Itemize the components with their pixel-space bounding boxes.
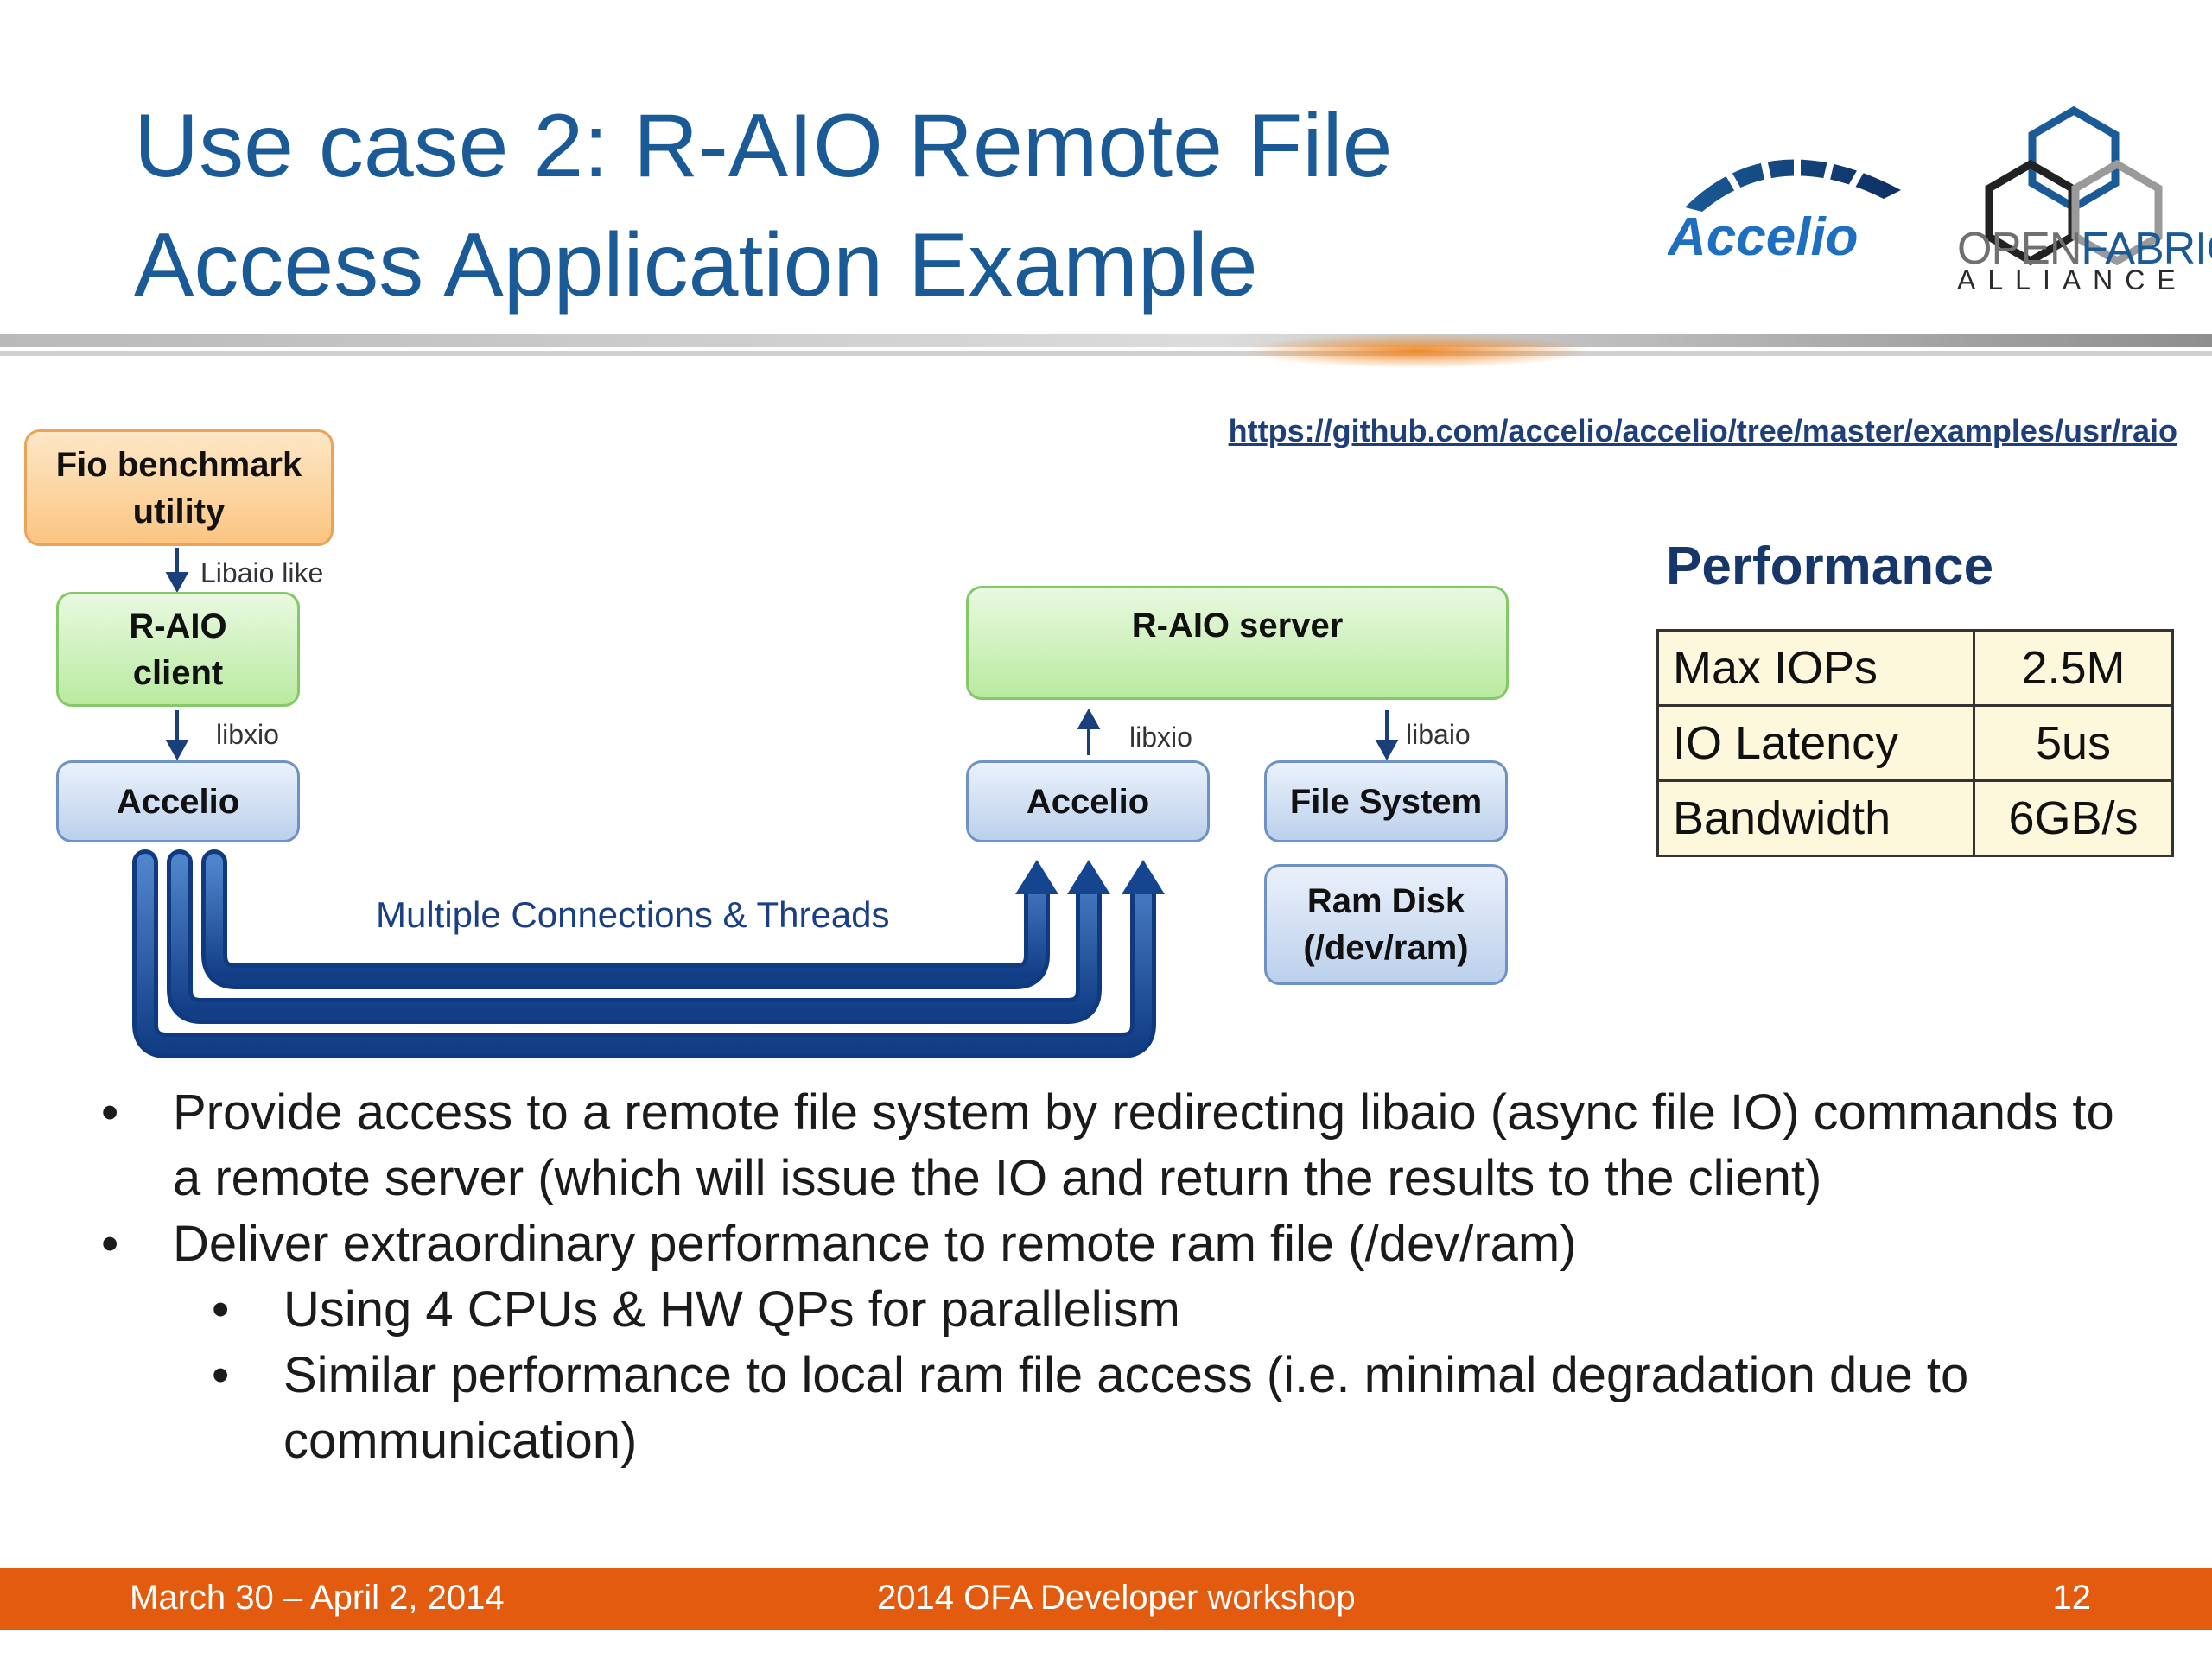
libaio-like-label: Libaio like (200, 557, 324, 588)
perf-label: IO Latency (1656, 704, 1975, 782)
source-link[interactable]: https://github.com/accelio/accelio/tree/… (1228, 413, 2177, 448)
logo-area: Accelio OPENFABRICS ALLIANCE (1668, 60, 2212, 311)
slide-title: Use case 2: R-AIO Remote File Access App… (134, 86, 1603, 325)
footer-date: March 30 – April 2, 2014 (130, 1579, 505, 1617)
bullet-marker: • (212, 1281, 230, 1338)
raio-server-box: R-AIO server (966, 586, 1509, 700)
accelio-logo: Accelio (1668, 151, 1901, 267)
table-row: IO Latency 5us (1656, 704, 2174, 782)
ofa-open-text: OPEN (1957, 224, 2082, 274)
accelio-server-box: Accelio (966, 760, 1210, 842)
slide-footer: March 30 – April 2, 2014 2014 OFA Develo… (0, 1568, 2212, 1630)
ofa-fabrics-text: FABRICS (2081, 224, 2212, 274)
diagram-arrows (132, 548, 1399, 1058)
slide-title-line-1: Use case 2: R-AIO Remote File (134, 96, 1393, 196)
bullet-text: Deliver extraordinary performance to rem… (173, 1216, 1577, 1272)
footer-event: 2014 OFA Developer workshop (877, 1579, 1356, 1617)
libxio-client-label: libxio (216, 719, 279, 750)
bullet-text: Similar performance to local ram file ac… (283, 1347, 1969, 1469)
pipe-arrowheads (1015, 860, 1165, 894)
ofa-logo-wordmark: OPENFABRICS (1957, 223, 2212, 275)
accelio-logo-text: Accelio (1668, 207, 1859, 267)
bullet-marker: • (101, 1084, 119, 1141)
small-arrows (165, 548, 1399, 761)
footer-bottom-strip (0, 1630, 2212, 1659)
bullet-marker: • (101, 1216, 119, 1272)
sub-bullet-item: • Using 4 CPUs & HW QPs for parallelism (99, 1277, 2173, 1343)
ofa-alliance-text: ALLIANCE (1957, 264, 2188, 296)
bullet-item: • Deliver extraordinary performance to r… (99, 1211, 2173, 1277)
connection-pipes (132, 849, 1156, 1058)
perf-value: 2.5M (1973, 629, 2174, 707)
page-number: 12 (2052, 1579, 2092, 1617)
slide-title-line-2: Access Application Example (134, 215, 1258, 315)
bullet-marker: • (212, 1347, 230, 1403)
libaio-server-label: libaio (1406, 719, 1471, 750)
raio-client-box: R-AIO client (56, 592, 300, 707)
perf-value: 6GB/s (1973, 779, 2174, 857)
table-row: Max IOPs 2.5M (1656, 629, 2174, 707)
fio-benchmark-box: Fio benchmark utility (24, 429, 334, 546)
performance-heading: Performance (1666, 537, 1994, 596)
sub-bullet-item: • Similar performance to local ram file … (99, 1343, 2210, 1474)
header-separator (0, 334, 2212, 368)
libxio-server-label: libxio (1129, 721, 1192, 753)
perf-label: Bandwidth (1656, 779, 1975, 857)
bullet-list: • Provide access to a remote file system… (99, 1080, 2173, 1474)
bullet-text: Provide access to a remote file system b… (173, 1084, 2114, 1206)
accelio-client-box: Accelio (56, 760, 300, 842)
file-system-box: File System (1264, 760, 1508, 842)
bullet-item: • Provide access to a remote file system… (99, 1080, 2126, 1211)
bullet-text: Using 4 CPUs & HW QPs for parallelism (283, 1281, 1180, 1338)
perf-label: Max IOPs (1656, 629, 1975, 707)
perf-value: 5us (1973, 704, 2174, 782)
table-row: Bandwidth 6GB/s (1656, 779, 2174, 857)
ram-disk-box: Ram Disk (/dev/ram) (1264, 864, 1508, 985)
ofa-logo-icon (1985, 105, 2163, 266)
connections-label: Multiple Connections & Threads (376, 894, 890, 935)
performance-table: Max IOPs 2.5M IO Latency 5us Bandwidth 6… (1656, 629, 2174, 857)
